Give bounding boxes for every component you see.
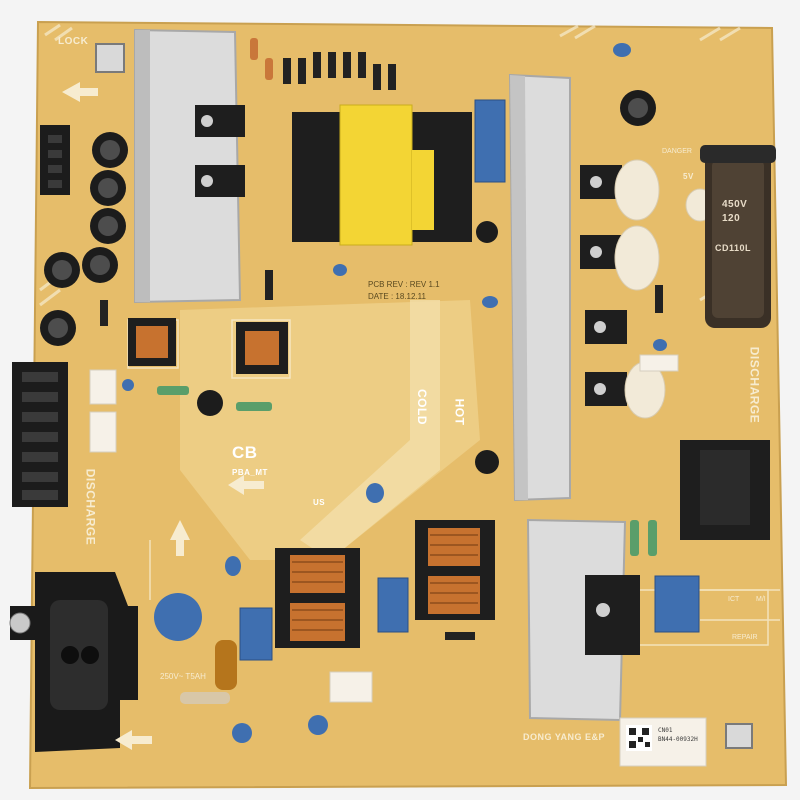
electrolytic-capacitors [40, 90, 656, 474]
discharge-right-label: DISCHARGE [747, 346, 762, 424]
silk-arrows [62, 82, 264, 750]
film-capacitors [239, 99, 700, 661]
silicone-glue [614, 159, 715, 419]
heatsink-bottom [526, 518, 640, 722]
cn-label: CN01 [658, 727, 673, 734]
danger-label: DANGER [662, 148, 692, 155]
discharge-left-label: DISCHARGE [83, 468, 98, 546]
connectors [12, 43, 753, 749]
pcb-revision: PCB REV : REV 1.1 [368, 280, 440, 289]
bulk-capacitor [700, 145, 776, 328]
main-transformer [292, 104, 472, 246]
coil-stripes [292, 534, 478, 631]
qr-code [626, 725, 652, 751]
repair-label: REPAIR [732, 634, 758, 641]
pba-mt-label: PBA_MT [232, 468, 268, 477]
cap-120-label: 120 [722, 213, 741, 224]
heatsink-left [134, 28, 245, 304]
manufacturer-label: DONG YANG E&P [523, 732, 606, 742]
ceramic-capacitors [122, 43, 667, 743]
ac-inlet [10, 572, 138, 752]
ict-label: ICT [728, 596, 740, 603]
fuse-rating-label: 250V~ T5AH [160, 672, 206, 681]
resistors-diodes [100, 38, 663, 704]
standby-transformer [680, 440, 770, 540]
screw-holes [9, 612, 31, 634]
cb-label: CB [232, 443, 258, 462]
hot-label: HOT [452, 398, 467, 426]
pcb-date: DATE : 18.12.11 [368, 292, 426, 301]
us-label: US [313, 498, 326, 507]
cold-label: COLD [415, 389, 429, 425]
cap-450v-label: 450V [722, 199, 748, 210]
mi-label: M/I [756, 596, 766, 603]
isolation-stripe [300, 300, 440, 560]
cap-cd110l-label: CD110L [715, 243, 752, 253]
lock-label: LOCK [58, 36, 89, 47]
hot-rail-label: 5V [683, 172, 694, 181]
part-number-label: BN44-00932H [658, 736, 698, 743]
